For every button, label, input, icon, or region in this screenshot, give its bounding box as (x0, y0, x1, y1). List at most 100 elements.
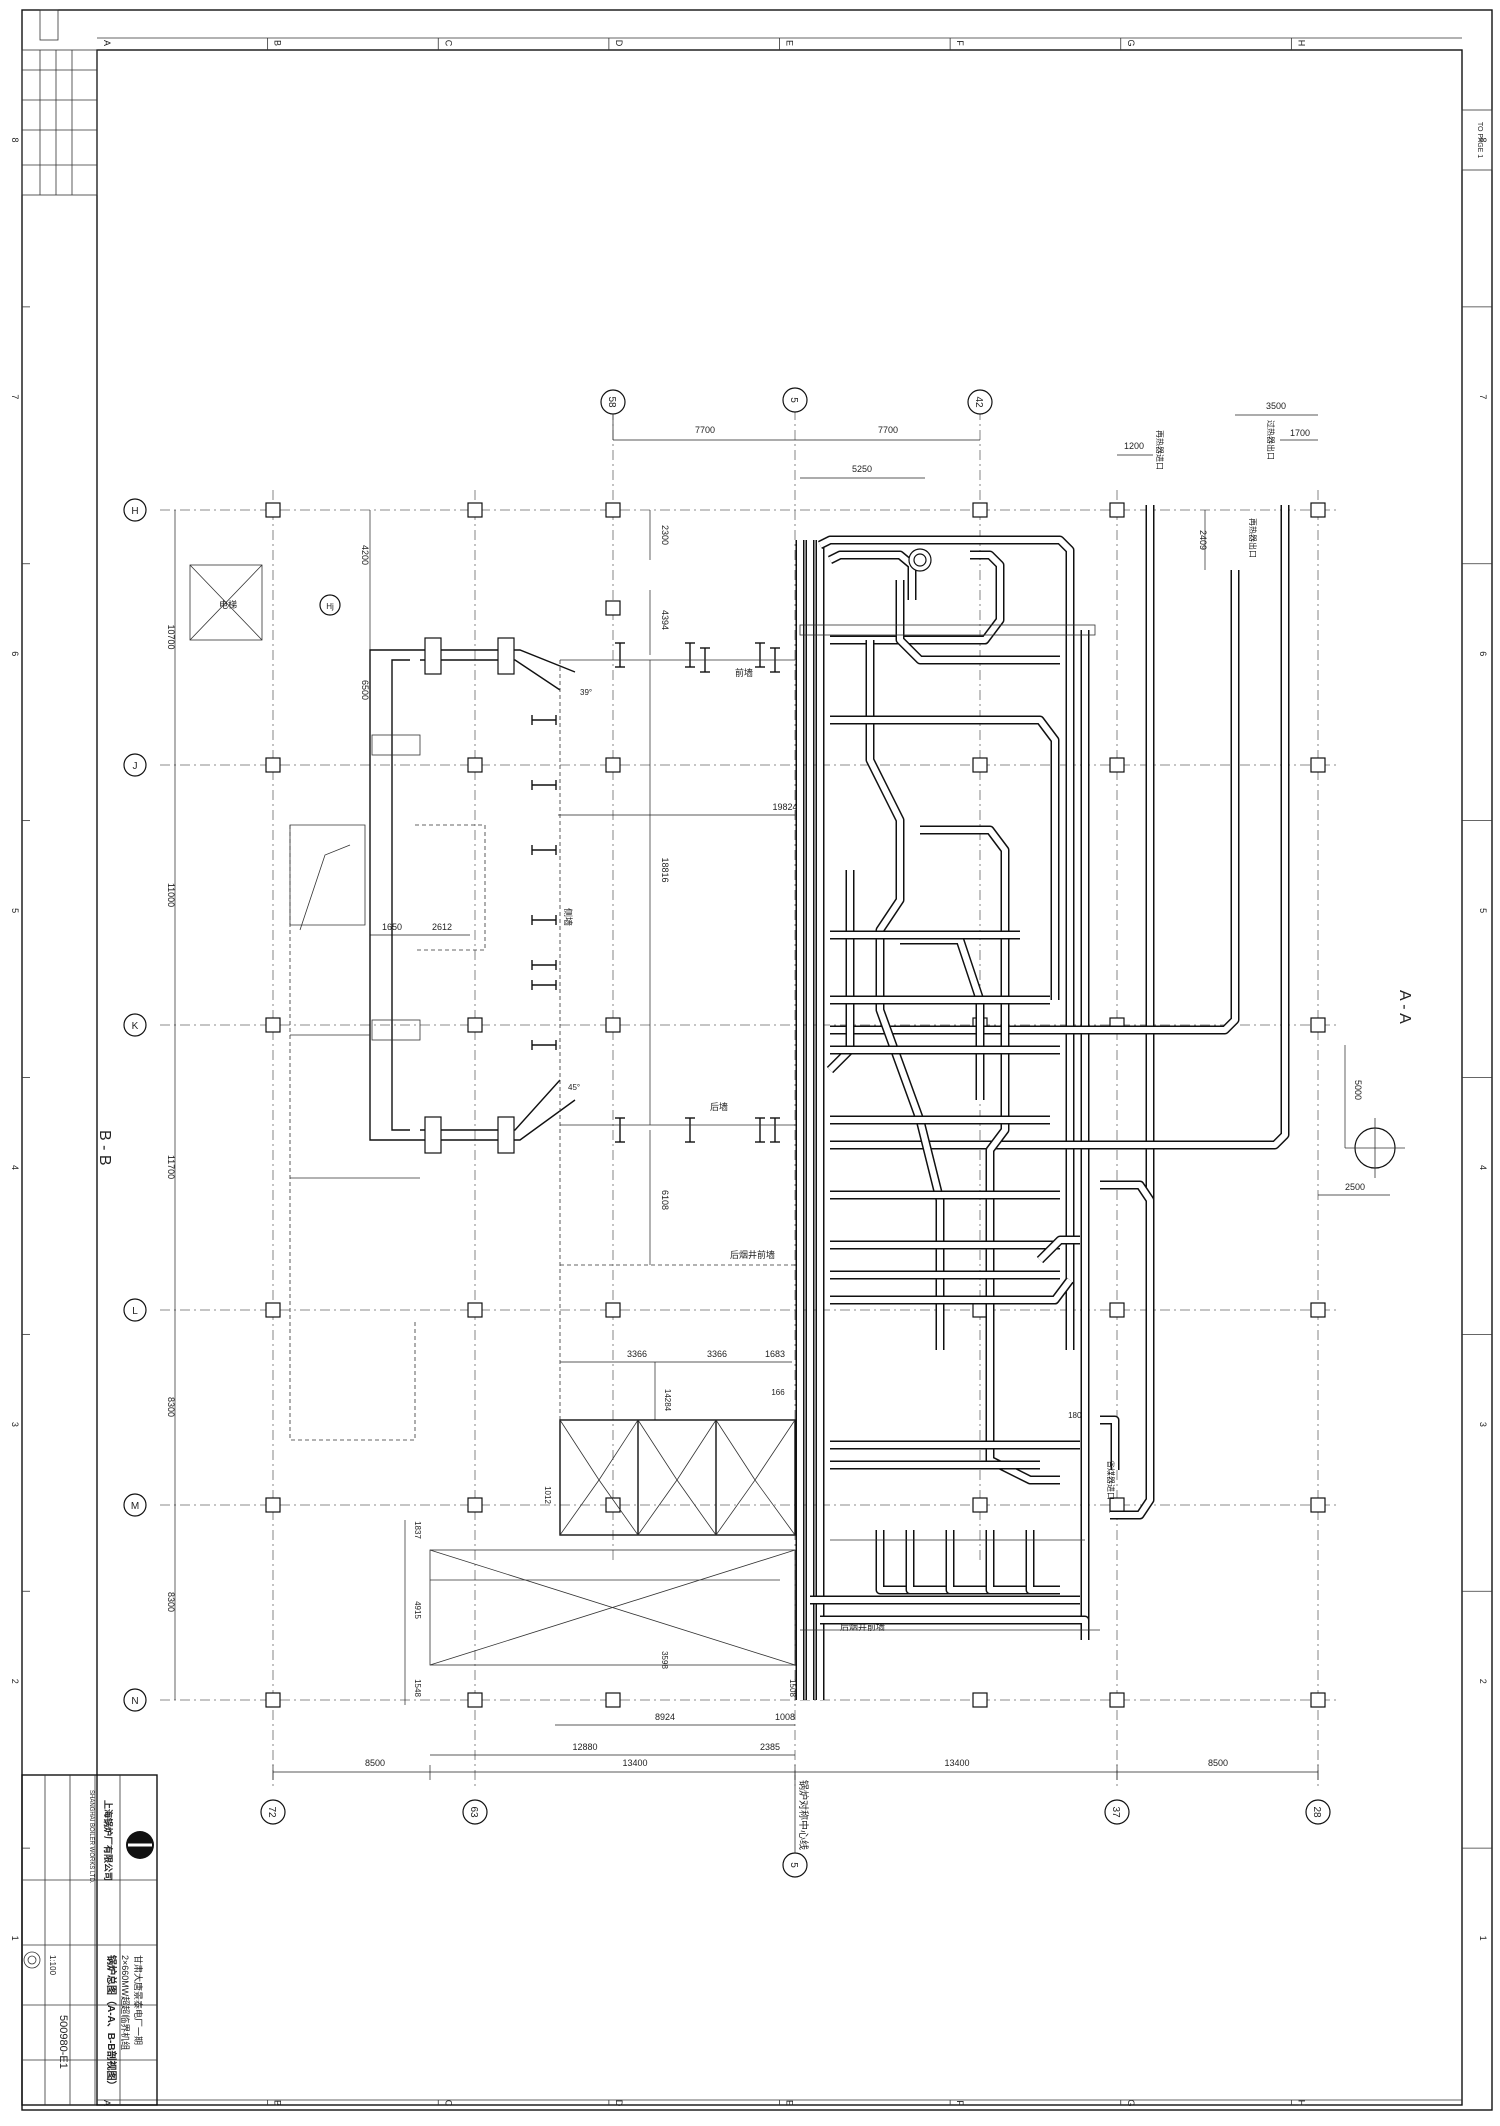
steel-column (1109, 1692, 1125, 1708)
dim-11700: 11700 (166, 1155, 176, 1179)
reheater-inlet-label: 再热器进口 (1155, 430, 1165, 470)
zone-number: 4 (10, 1165, 20, 1170)
pipe (985, 1530, 1060, 1595)
dim-2409: 2409 (1198, 530, 1208, 550)
dim-7700-right: 7700 (878, 425, 898, 435)
dim-1800: 1800 (1068, 1411, 1086, 1420)
row-axis-h: H (131, 506, 138, 517)
side-wall-label: 侧墙 (563, 908, 574, 926)
reheater-outlet-label: 再热器出口 (1248, 518, 1258, 558)
steel-column (605, 757, 621, 773)
steel-column (265, 1017, 281, 1033)
steel-column (1109, 1302, 1125, 1318)
dim-2612: 2612 (432, 922, 452, 932)
dim-5000: 5000 (1353, 1080, 1363, 1100)
dim-1012: 1012 (543, 1486, 552, 1504)
steel-column (265, 757, 281, 773)
project-name: 甘肃大唐景泰电厂一期 (133, 1955, 144, 2045)
dim-18816: 18816 (660, 857, 670, 882)
zone-number: 8 (1478, 137, 1488, 142)
angle-39: 39° (580, 688, 592, 697)
steel-column (1310, 1302, 1326, 1318)
steel-column (467, 1302, 483, 1318)
steel-column (972, 757, 988, 773)
steel-column (605, 1692, 621, 1708)
economizer-inlet-label: 省煤器进口 (1106, 1460, 1116, 1500)
zone-number: 1 (1478, 1936, 1488, 1941)
zone-number: 6 (1478, 651, 1488, 656)
zone-number: 7 (1478, 394, 1488, 399)
zone-letter: C (443, 40, 453, 47)
scale: 1:100 (48, 1955, 57, 1976)
pipe (1025, 1530, 1060, 1595)
zone-letter: A (102, 40, 112, 46)
steel-columns (265, 502, 1326, 1708)
dim-13400-left: 13400 (622, 1758, 647, 1768)
dim-13400-right: 13400 (944, 1758, 969, 1768)
steel-column (1109, 502, 1125, 518)
steel-column (605, 600, 621, 616)
zone-letter: G (1126, 2099, 1136, 2106)
dim-4200: 4200 (360, 545, 370, 565)
zone-letter: C (443, 2100, 453, 2107)
dim-2385: 2385 (760, 1742, 780, 1752)
col-axis-58: 58 (606, 396, 617, 408)
steel-column (265, 1302, 281, 1318)
ash-hopper (429, 1549, 796, 1666)
zone-number: 3 (10, 1422, 20, 1427)
drawing-number: 500980-E1 (57, 2015, 69, 2069)
outer-border (21, 9, 1493, 2111)
steel-column (467, 1692, 483, 1708)
dim-7700-left: 7700 (695, 425, 715, 435)
zone-number: 8 (10, 137, 20, 142)
zone-letter: G (1126, 39, 1136, 46)
zone-number: 2 (1478, 1679, 1488, 1684)
row-axis-n: N (131, 1696, 138, 1707)
row-axis-j: J (133, 761, 138, 772)
dim-1683: 1683 (765, 1349, 785, 1359)
dim-5250: 5250 (852, 464, 872, 474)
col-axis-72: 72 (266, 1806, 277, 1818)
steel-column (467, 757, 483, 773)
steel-column (1310, 757, 1326, 773)
row-axis-m: M (131, 1501, 139, 1512)
zone-letter: E (785, 40, 795, 46)
rear-shaft-front-wall-label: 后烟井前墙 (730, 1249, 775, 1260)
steel-column (972, 502, 988, 518)
hopper-block (559, 1419, 796, 1536)
centerline-label: 锅炉对称中心线 (797, 1780, 810, 1850)
steel-column (605, 1302, 621, 1318)
burner-array (531, 642, 780, 1143)
dim-12880: 12880 (572, 1742, 597, 1752)
dim-4394: 4394 (660, 610, 670, 630)
bottom-column-markers: 72 63 5 37 28 (260, 1775, 1331, 1878)
rear-wall-label: 后墙 (710, 1101, 728, 1112)
page-tag-text: TO PAGE 1 (1476, 122, 1483, 158)
dimension-lines: 7700 7700 5250 1200 3500 1700 2409 10700… (166, 401, 1390, 1780)
dim-8300-a: 8300 (166, 1397, 176, 1417)
inner-border (96, 49, 1463, 2106)
col-axis-28: 28 (1311, 1806, 1322, 1818)
section-bb: 电梯 Hj 39° 45° 前墙 侧墙 后墙 (189, 564, 885, 1666)
dim-2500: 2500 (1345, 1182, 1365, 1192)
drawing-title: 锅炉总图（A-A、B-B剖视图） (105, 1955, 118, 2091)
steel-column (605, 1497, 621, 1513)
zone-number: 7 (10, 394, 20, 399)
col-axis-5-bottom: 5 (788, 1862, 799, 1868)
revision-block (21, 9, 98, 196)
dim-8500-right: 8500 (1208, 1758, 1228, 1768)
zone-letter: B (273, 40, 283, 46)
col-axis-5-top: 5 (788, 397, 799, 403)
dim-3366-b: 3366 (707, 1349, 727, 1359)
row-axis-l: L (132, 1306, 138, 1317)
front-wall-label: 前墙 (735, 667, 753, 678)
zone-number: 3 (1478, 1422, 1488, 1427)
col-axis-37: 37 (1110, 1806, 1121, 1818)
dim-1008: 1008 (775, 1712, 795, 1722)
zone-letter: H (1296, 40, 1306, 47)
zone-letter: H (1296, 2100, 1306, 2107)
dim-2300: 2300 (660, 525, 670, 545)
steel-column (1109, 757, 1125, 773)
